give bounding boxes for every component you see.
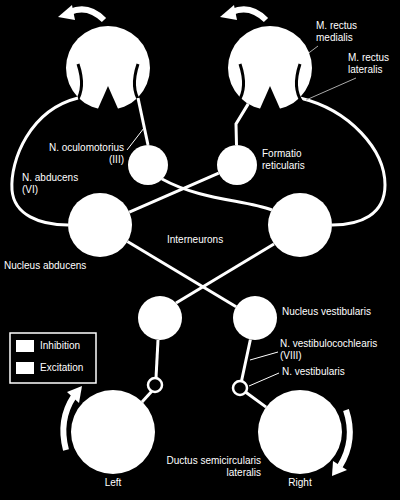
vestibular-nucleus	[138, 296, 182, 340]
rotation-arrowhead	[58, 5, 75, 20]
circle-shape	[71, 390, 155, 474]
legend-swatch	[16, 362, 34, 374]
legend-label: Excitation	[40, 362, 83, 374]
rotation-arrow	[232, 9, 266, 20]
muscle-outline	[76, 64, 82, 102]
nerve-label: N. vestibulocochlearis (VIII)	[280, 338, 396, 362]
legend-frame	[10, 333, 96, 383]
structure-label: Left	[71, 477, 155, 489]
ganglion	[148, 378, 162, 392]
vestibular-nerve	[156, 340, 158, 378]
circle-fill	[233, 296, 277, 340]
legend-label: Inhibition	[40, 340, 80, 352]
muscle-outline	[238, 64, 244, 102]
nerve-connector	[127, 241, 236, 306]
structure-label: Nucleus vestibularis	[282, 306, 371, 318]
leader-line	[250, 352, 278, 360]
nucleus-circle: Nucleus vestibularis	[233, 296, 277, 340]
nerve-label: N. abducens (VI)	[22, 172, 84, 196]
oculomotor-nucleus	[128, 145, 168, 185]
structure-label: Formatio reticularis	[262, 148, 324, 172]
pathway-label: Interneurons	[165, 234, 225, 246]
legend-swatch	[16, 340, 34, 352]
abducens-nerve	[12, 98, 78, 225]
nerve-connector	[240, 340, 266, 408]
muscle-outline	[134, 64, 140, 102]
eyeball	[66, 26, 150, 110]
circle-shape	[68, 193, 132, 257]
rotation-arrowhead	[332, 461, 347, 476]
nerve-label: N. vestibularis	[282, 366, 345, 378]
nerve-connector	[129, 173, 218, 212]
nucleus-circle: Formatio reticularis	[217, 145, 257, 185]
oculomotor-nerve	[138, 98, 148, 145]
semicircular-canal: Left	[71, 390, 155, 474]
circle-fill	[68, 193, 132, 257]
interneuron-pathway	[162, 179, 272, 210]
nerve-label: N. oculomotorius (III)	[40, 142, 124, 166]
ganglion	[233, 381, 247, 395]
structure-label: M. rectus medialis	[316, 20, 368, 44]
muscle-outline	[296, 64, 302, 102]
nerve-connector	[236, 104, 248, 145]
eyeball	[228, 26, 312, 110]
structure-label: Right	[258, 477, 342, 489]
vestibular-nerve	[142, 391, 152, 402]
circle-shape	[258, 390, 342, 474]
structure-label: M. rectus lateralis	[348, 52, 396, 76]
rotation-arrow	[70, 9, 104, 20]
right-eye: M. rectus medialisM. rectus lateralis	[228, 26, 312, 110]
leader-line	[306, 78, 356, 100]
circle-shape	[233, 296, 277, 340]
abducens-nucleus	[268, 193, 332, 257]
vestibular-pathway	[176, 244, 274, 303]
circle-shape	[217, 145, 257, 185]
structure-label: Nucleus abducens	[4, 260, 86, 272]
semicircular-canal: Ductus semicircularis lateralisRight	[258, 390, 342, 474]
muscle-gap	[259, 86, 281, 111]
muscle-gap	[97, 86, 119, 111]
leader-line	[127, 128, 144, 150]
circle-fill	[71, 390, 155, 474]
circle-fill	[258, 390, 342, 474]
structure-label: Ductus semicircularis lateralis	[150, 455, 261, 479]
nucleus-circle: Nucleus abducens	[68, 193, 132, 257]
leader-line	[249, 373, 279, 386]
rotation-arrowhead	[220, 5, 237, 20]
rotation-arrowhead	[67, 386, 82, 403]
circle-fill	[217, 145, 257, 185]
eye-shape	[228, 26, 312, 110]
